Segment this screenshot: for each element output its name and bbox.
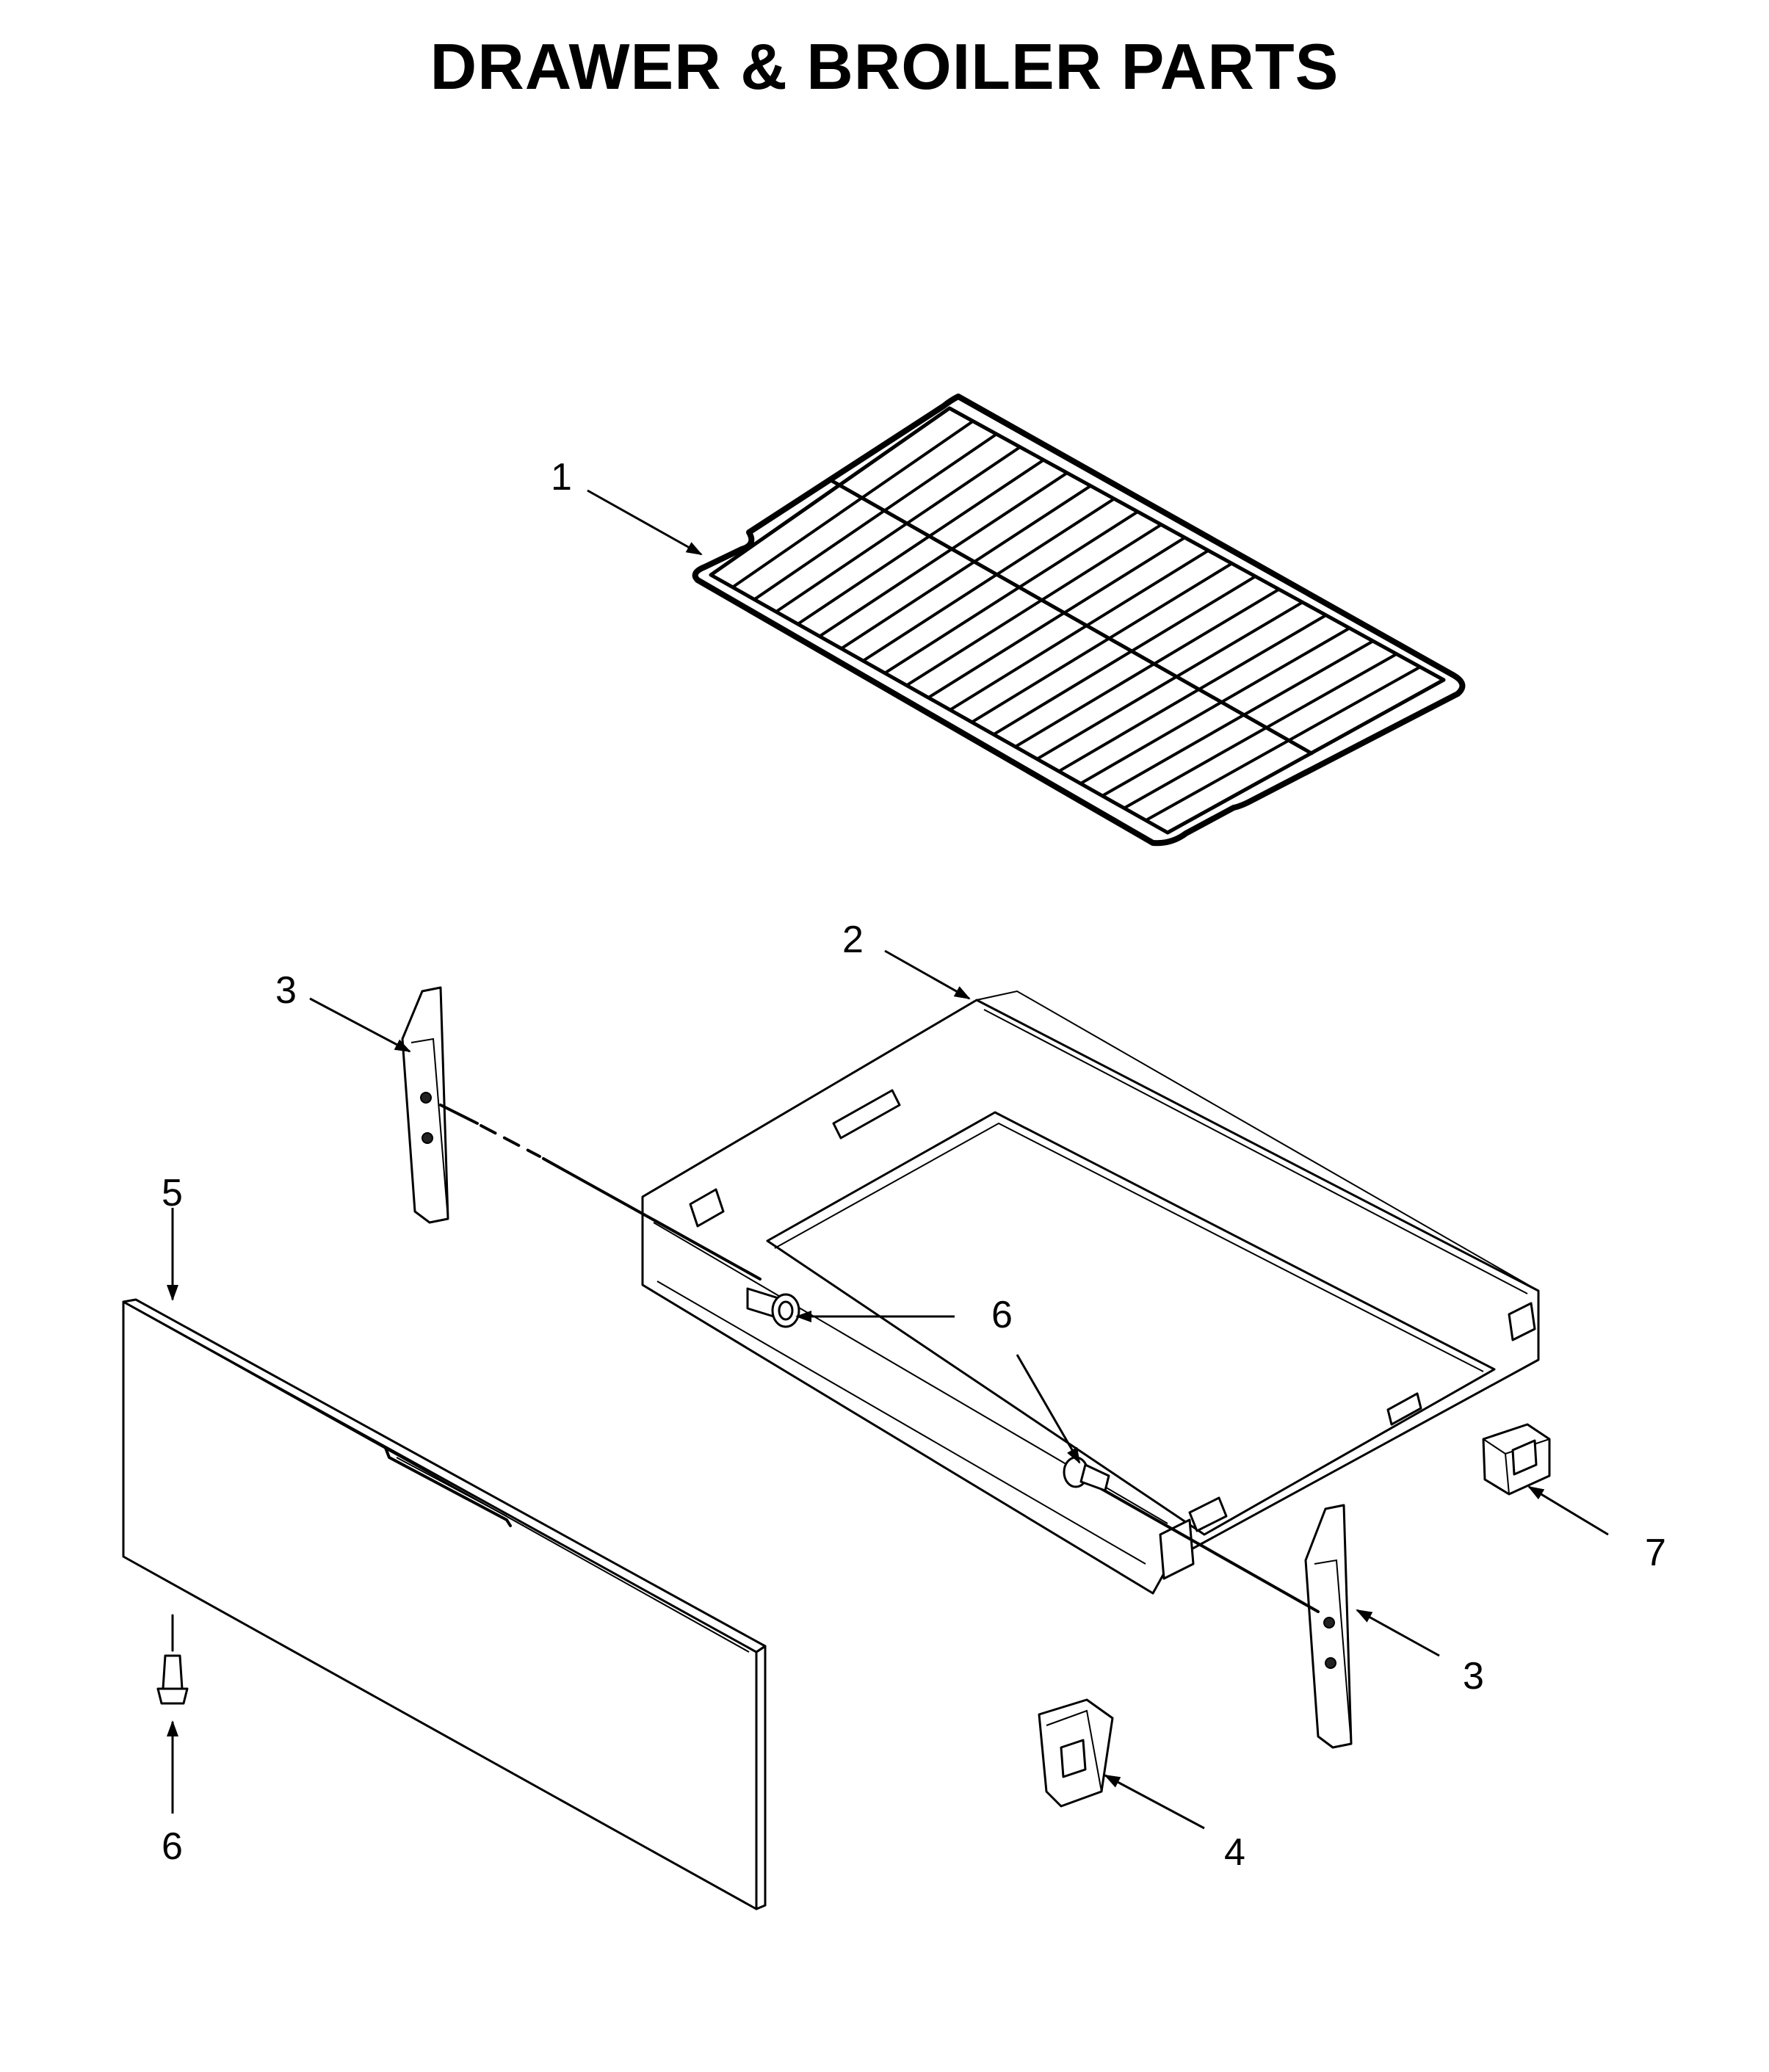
callout-1: 1	[551, 456, 572, 499]
rack-crossbar	[774, 445, 1022, 614]
rack-crossbar	[905, 523, 1163, 687]
rack-crossbar	[992, 575, 1257, 736]
slide-clip-part	[1038, 1698, 1114, 1808]
slide-bracket-part-right	[1304, 1504, 1353, 1749]
rack-crossbar	[948, 548, 1210, 711]
screw-part-panel	[156, 1654, 189, 1705]
callout-4: 4	[1224, 1831, 1245, 1874]
rack-crossbar	[1122, 652, 1398, 810]
callout-6-panel: 6	[162, 1825, 183, 1868]
rack-crossbars	[731, 419, 1422, 822]
clip-part	[1482, 1423, 1551, 1496]
rack-crossbar	[861, 497, 1116, 662]
rack-crossbar	[796, 458, 1046, 626]
rack-crossbar	[753, 432, 999, 601]
rack-crossbar	[839, 484, 1093, 651]
rack-crossbar	[1057, 613, 1328, 773]
callout-7: 7	[1645, 1532, 1666, 1574]
rack-crossbar	[1144, 665, 1422, 822]
rack-crossbar	[927, 536, 1187, 700]
rack-crossbar	[970, 562, 1234, 724]
rack-crossbar	[1013, 587, 1281, 748]
broiler-drawer-part	[641, 990, 1540, 1595]
callout-6-rear: 6	[991, 1294, 1013, 1336]
rack-crossbar	[883, 510, 1140, 675]
drawer-panel-part	[122, 1298, 767, 1910]
rack-crossbar	[818, 471, 1069, 638]
rack-crossbar	[1101, 640, 1375, 797]
broiler-rack-part	[692, 394, 1466, 847]
callout-3-right: 3	[1463, 1655, 1484, 1698]
rack-crossbar	[731, 419, 975, 589]
callout-3-left: 3	[275, 969, 297, 1012]
slide-bracket-part-left	[401, 986, 449, 1224]
callout-arrows	[167, 489, 1609, 1830]
callout-5: 5	[162, 1172, 183, 1214]
rack-crossbar	[1035, 601, 1304, 761]
rack-crossbar	[1079, 626, 1351, 786]
screw-part-rear	[746, 1287, 800, 1328]
page-title: DRAWER & BROILER PARTS	[430, 30, 1339, 103]
callout-2: 2	[842, 919, 864, 961]
